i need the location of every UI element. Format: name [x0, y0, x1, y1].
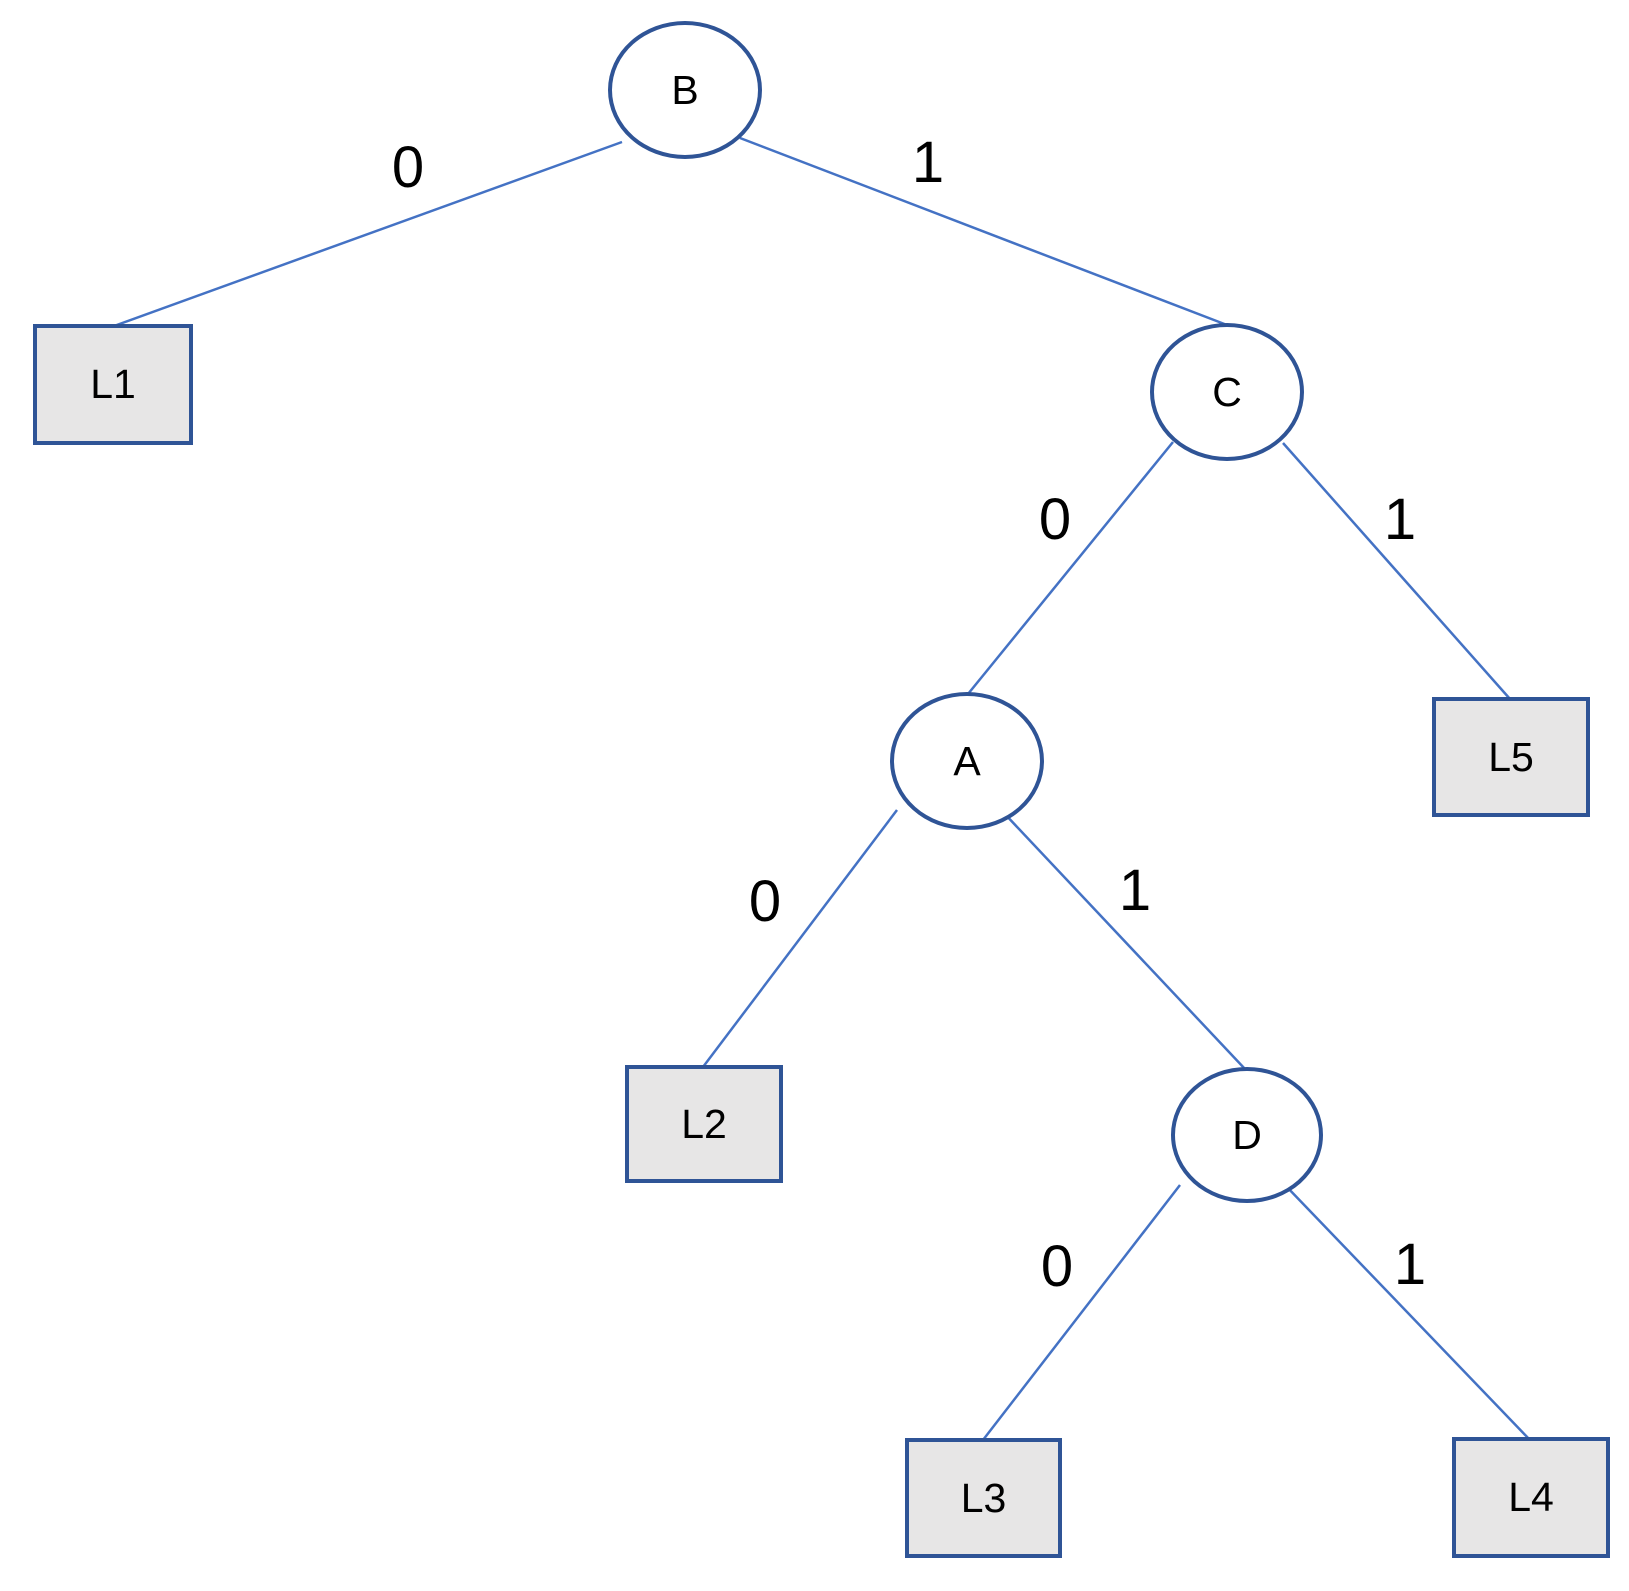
leaf-node-L5: L5	[1432, 697, 1590, 817]
edge-line-A-D	[1002, 811, 1246, 1070]
edge-line-D-L3	[982, 1184, 1181, 1441]
edge-label-C-L5: 1	[1383, 487, 1417, 552]
edge-line-A-L2	[702, 809, 898, 1068]
tree-node-D: D	[1171, 1067, 1323, 1203]
edge-label-B-L1: 0	[391, 135, 425, 200]
tree-node-B: B	[608, 21, 762, 159]
node-label-C: C	[1212, 368, 1242, 415]
leaf-node-L2: L2	[625, 1065, 783, 1183]
edge-label-A-L2: 0	[748, 869, 782, 934]
edge-line-D-L4	[1284, 1184, 1531, 1441]
node-label-D: D	[1232, 1111, 1262, 1158]
node-label-B: B	[671, 66, 699, 113]
edge-label-A-D: 1	[1118, 858, 1152, 923]
edge-line-C-A	[967, 441, 1174, 695]
edge-label-D-L3: 0	[1040, 1234, 1074, 1299]
node-label-L5: L5	[1488, 733, 1534, 780]
leaf-node-L1: L1	[33, 324, 193, 445]
node-label-L2: L2	[681, 1100, 727, 1147]
leaf-node-L3: L3	[905, 1438, 1062, 1558]
node-label-L3: L3	[960, 1474, 1007, 1521]
node-label-L4: L4	[1508, 1474, 1554, 1520]
edge-line-C-L5	[1282, 442, 1511, 700]
tree-node-A: A	[890, 692, 1044, 830]
edge-label-B-C: 1	[911, 130, 945, 195]
node-label-A: A	[953, 737, 981, 784]
edge-line-B-L1	[113, 140, 623, 328]
edge-line-B-C	[739, 136, 1228, 327]
edge-label-D-L4: 1	[1393, 1232, 1427, 1297]
leaf-node-L4: L4	[1452, 1437, 1610, 1558]
edge-label-C-A: 0	[1038, 487, 1072, 552]
tree-node-C: C	[1150, 323, 1304, 461]
node-label-L1: L1	[90, 361, 136, 407]
